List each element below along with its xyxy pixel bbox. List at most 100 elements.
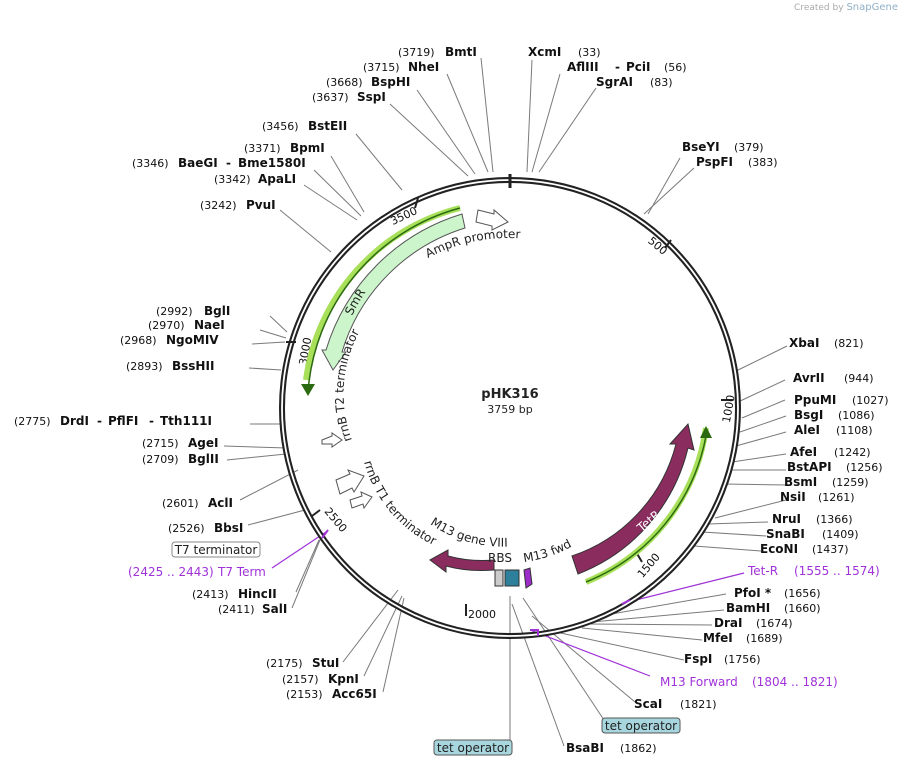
t7-term-mark xyxy=(321,529,329,539)
enzyme-pos: (56) xyxy=(664,61,687,74)
tet-operator-box-1 xyxy=(601,717,681,734)
enzyme-label: XcmI xyxy=(528,45,561,59)
enzyme-pos: (2893) xyxy=(126,360,163,373)
primer-range: (2425 .. 2443) xyxy=(128,565,214,579)
primer-range: (1804 .. 1821) xyxy=(752,675,838,689)
enzyme-pos: (2992) xyxy=(156,305,193,318)
enzyme-label: PpuMI xyxy=(794,393,836,407)
enzyme-pos: (1437) xyxy=(812,543,849,556)
plasmid-name: pHK316 xyxy=(481,387,538,402)
snapgene-credit: Created by SnapGene xyxy=(794,2,898,13)
enzyme-label: BsgI xyxy=(794,408,823,422)
enzyme-label: BaeGI xyxy=(178,156,218,170)
enzyme-label: AgeI xyxy=(188,436,218,450)
enzyme-pos: (1259) xyxy=(832,476,869,489)
enzyme-label: SspI xyxy=(357,90,386,104)
primer-label: M13 Forward xyxy=(660,675,738,689)
smr-feature xyxy=(321,213,466,371)
tetr-feature xyxy=(571,422,695,575)
enzyme-label: PflFI xyxy=(108,414,138,428)
enzyme-label: PspFI xyxy=(696,155,733,169)
enzyme-pos: (1261) xyxy=(818,491,855,504)
enzyme-label: ScaI xyxy=(634,697,662,711)
enzyme-pos: (383) xyxy=(748,156,778,169)
rrnb-t2-arrow xyxy=(321,432,343,448)
enzyme-label: NruI xyxy=(772,512,801,526)
enzyme-pos: (2413) xyxy=(192,588,229,601)
enzyme-separator: - xyxy=(226,156,231,170)
enzyme-pos: (1366) xyxy=(816,513,853,526)
enzyme-pos: (944) xyxy=(844,372,874,385)
enzyme-pos: (3715) xyxy=(363,61,400,74)
enzyme-label: Tth111I xyxy=(160,414,212,428)
rrnb-t1-label: rrnB T1 terminator xyxy=(361,459,438,548)
enzyme-label: HincII xyxy=(238,587,277,601)
enzyme-label: AclI xyxy=(208,496,233,510)
enzyme-pos: (2775) xyxy=(14,415,51,428)
enzyme-pos: (1674) xyxy=(756,617,793,630)
enzyme-pos: (1409) xyxy=(822,528,859,541)
primer-label: T7 Term xyxy=(217,565,266,579)
tetr-highlight-arrowhead xyxy=(700,426,712,438)
enzyme-label: BsmI xyxy=(784,475,817,489)
t7-terminator-box xyxy=(171,541,261,558)
primer-range: (1555 .. 1574) xyxy=(794,564,880,578)
tetr-highlight-line xyxy=(585,435,707,583)
enzyme-pos: (2601) xyxy=(162,497,199,510)
tick-2500: 2500 xyxy=(322,505,350,535)
enzyme-label: ApaLI xyxy=(258,172,296,186)
rrnb-t1-arrow-1 xyxy=(335,469,365,495)
enzyme-label: BssHII xyxy=(172,359,214,373)
enzyme-label: BsaBI xyxy=(566,741,604,755)
t7-terminator-label: T7 terminator xyxy=(174,543,258,557)
enzyme-label: BglI xyxy=(204,304,230,318)
enzyme-label: AflIII xyxy=(567,60,599,74)
enzyme-pos: (1656) xyxy=(784,587,821,600)
rbs-label: RBS xyxy=(488,551,512,565)
enzyme-label: DrdI xyxy=(60,414,89,428)
m13-gene8-label: M13 gene VIII xyxy=(428,515,508,550)
enzyme-pos: (2175) xyxy=(266,657,303,670)
enzyme-pos: (3346) xyxy=(132,157,169,170)
enzyme-pos: (1821) xyxy=(680,698,717,711)
enzyme-label: NsiI xyxy=(780,490,806,504)
enzyme-label: BbsI xyxy=(214,521,243,535)
enzyme-label: NgoMIV xyxy=(166,333,219,347)
enzyme-pos: (2157) xyxy=(282,673,319,686)
enzyme-label: BspHI xyxy=(371,75,410,89)
rbs-feature xyxy=(504,569,520,587)
enzyme-label: BglII xyxy=(188,452,219,466)
enzyme-pos: (3242) xyxy=(200,199,237,212)
enzyme-label: Acc65I xyxy=(332,687,377,701)
tet-r-mark xyxy=(621,599,631,605)
enzyme-pos: (3371) xyxy=(244,142,281,155)
tet-operator-label-2: tet operator xyxy=(437,741,509,755)
primer-lines xyxy=(271,531,745,677)
enzyme-label: BpmI xyxy=(290,141,325,155)
tet-operator-label-1: tet operator xyxy=(605,719,677,733)
m13-forward-mark xyxy=(530,629,539,636)
enzyme-separator: - xyxy=(149,414,154,428)
enzyme-label: AvrII xyxy=(793,371,825,385)
enzyme-label: BamHI xyxy=(726,601,770,615)
enzyme-pos: (1660) xyxy=(784,602,821,615)
plasmid-backbone xyxy=(279,174,741,639)
primer-label: Tet-R xyxy=(747,564,778,578)
enzyme-pos: (33) xyxy=(578,46,601,59)
enzyme-separator: - xyxy=(615,60,620,74)
enzyme-pos: (1108) xyxy=(836,424,873,437)
credit-prefix: Created by xyxy=(794,3,844,13)
enzyme-pos: (3456) xyxy=(262,120,299,133)
enzyme-pos: (2526) xyxy=(168,522,205,535)
enzyme-label: BmtI xyxy=(445,45,477,59)
enzyme-label: NaeI xyxy=(194,318,225,332)
plasmid-size: 3759 bp xyxy=(487,403,532,416)
enzyme-label: SalI xyxy=(262,602,287,616)
enzyme-pos: (379) xyxy=(734,141,764,154)
enzyme-pos: (2709) xyxy=(142,453,179,466)
enzyme-label: SnaBI xyxy=(766,527,805,541)
credit-brand: SnapGene xyxy=(846,2,898,13)
enzyme-pos: (2411) xyxy=(218,603,255,616)
enzyme-label: KpnI xyxy=(328,672,359,686)
